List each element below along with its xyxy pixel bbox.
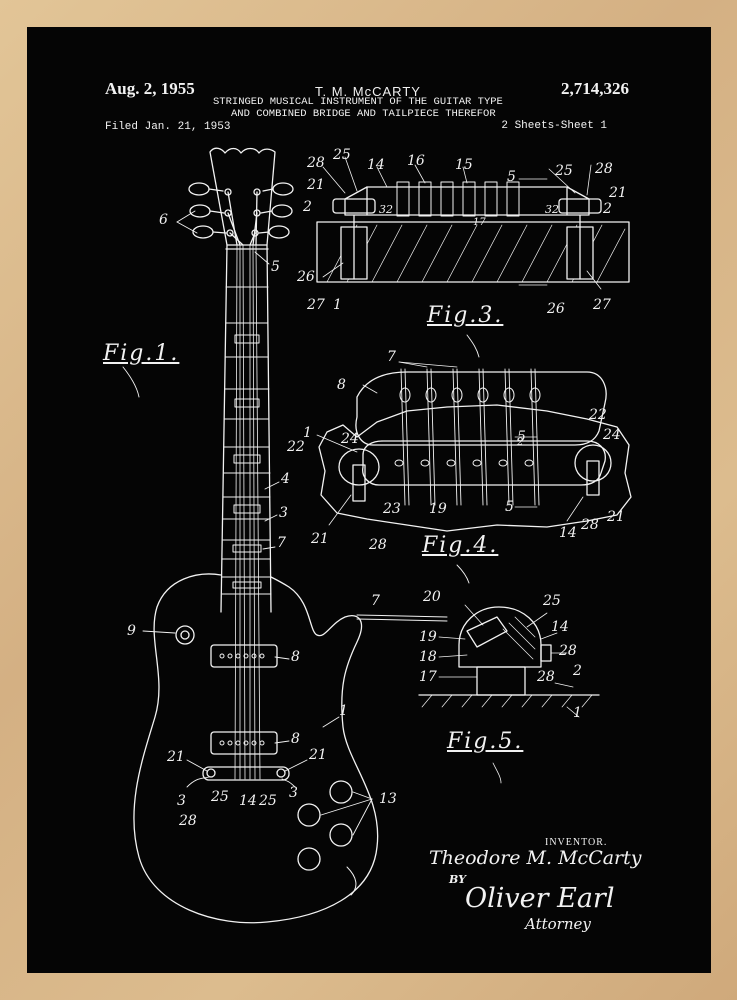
ref-numeral: 4 bbox=[281, 471, 290, 487]
ref-numeral: 18 bbox=[419, 649, 437, 665]
figure-1-label: Fig.1. bbox=[103, 341, 180, 366]
ref-numeral: 26 bbox=[547, 301, 565, 317]
ref-numeral: 2 bbox=[303, 199, 312, 215]
ref-numeral: 21 bbox=[167, 749, 185, 765]
ref-numeral: 2 bbox=[517, 437, 524, 448]
inventor-label: INVENTOR. bbox=[545, 837, 608, 848]
attorney-signature: Oliver Earl bbox=[465, 883, 615, 914]
ref-numeral: 21 bbox=[609, 185, 627, 201]
ref-numeral: 7 bbox=[277, 535, 286, 551]
ref-numeral: 3 bbox=[279, 505, 288, 521]
bridge-perspective-figure bbox=[317, 362, 631, 531]
by-label: BY bbox=[449, 873, 466, 886]
ref-numeral: 6 bbox=[159, 212, 168, 228]
ref-numeral: 27 bbox=[307, 297, 325, 313]
ref-numeral: 2 bbox=[603, 201, 612, 217]
ref-numeral: 28 bbox=[581, 517, 599, 533]
guitar-figure bbox=[123, 148, 378, 923]
ref-numeral: 7 bbox=[387, 349, 396, 365]
filed-date: Filed Jan. 21, 1953 bbox=[105, 121, 231, 133]
ref-numeral: 17 bbox=[419, 669, 437, 685]
bridge-section-figure bbox=[317, 157, 629, 289]
fret-lines bbox=[222, 287, 271, 594]
ref-numeral: 5 bbox=[507, 169, 516, 185]
ref-numeral: 1 bbox=[333, 297, 342, 313]
ref-numeral: 32 bbox=[379, 203, 393, 216]
ref-numeral: 21 bbox=[309, 747, 327, 763]
ref-numeral: 22 bbox=[589, 407, 607, 423]
ref-numeral: 24 bbox=[603, 427, 621, 443]
fret-inlays bbox=[233, 335, 261, 588]
ref-numeral: 28 bbox=[537, 669, 555, 685]
patent-number: 2,714,326 bbox=[561, 79, 629, 98]
ref-numeral: 8 bbox=[337, 377, 346, 393]
ref-numeral: 14 bbox=[551, 619, 569, 635]
ref-numeral: 5 bbox=[517, 429, 526, 445]
patent-drawing bbox=[27, 27, 711, 973]
ref-numeral: 25 bbox=[555, 163, 573, 179]
ref-numeral: 7 bbox=[371, 593, 380, 609]
ref-numeral: 25 bbox=[543, 593, 561, 609]
ref-numeral: 32 bbox=[545, 203, 559, 216]
ref-numeral: 21 bbox=[307, 177, 325, 193]
neck-pickup bbox=[211, 645, 277, 667]
ref-numeral: 21 bbox=[607, 509, 625, 525]
ref-numeral: 23 bbox=[383, 501, 401, 517]
ref-numeral: 14 bbox=[239, 793, 257, 809]
ref-numeral: 16 bbox=[407, 153, 425, 169]
ref-numeral: 5 bbox=[505, 499, 514, 515]
guitar-body bbox=[134, 574, 378, 923]
ref-numeral: 1 bbox=[339, 703, 348, 719]
figure-3-label: Fig.3. bbox=[427, 303, 504, 328]
ref-numeral: 28 bbox=[559, 643, 577, 659]
ref-numeral: 8 bbox=[291, 649, 300, 665]
ref-numeral: 24 bbox=[341, 431, 359, 447]
stud-detail-figure bbox=[357, 605, 599, 783]
fig4-pickup bbox=[356, 372, 606, 445]
ref-numeral: 2 bbox=[573, 663, 582, 679]
inventor-signature: Theodore M. McCarty bbox=[429, 847, 642, 869]
patent-title-line1: STRINGED MUSICAL INSTRUMENT OF THE GUITA… bbox=[213, 96, 503, 108]
figure-5-label: Fig.5. bbox=[447, 729, 524, 754]
ref-numeral: 28 bbox=[179, 813, 197, 829]
ref-numeral: 9 bbox=[127, 623, 136, 639]
ref-numeral: 3 bbox=[177, 793, 186, 809]
patent-date: Aug. 2, 1955 bbox=[105, 79, 195, 98]
ref-numeral: 25 bbox=[211, 789, 229, 805]
ref-numeral: 14 bbox=[559, 525, 577, 541]
guitar-strings bbox=[235, 245, 260, 779]
ref-numeral: 28 bbox=[369, 537, 387, 553]
ref-numeral: 3 bbox=[289, 785, 298, 801]
ref-numeral: 27 bbox=[593, 297, 611, 313]
ref-numeral: 1 bbox=[573, 705, 582, 721]
guitar-headstock bbox=[210, 148, 275, 245]
ref-numeral: 8 bbox=[291, 731, 300, 747]
bridge-tailpiece bbox=[203, 767, 289, 780]
ref-numeral: 21 bbox=[311, 531, 329, 547]
ref-numeral: 26 bbox=[297, 269, 315, 285]
ref-numeral: 19 bbox=[419, 629, 437, 645]
ref-numeral: 14 bbox=[367, 157, 385, 173]
patent-title-line2: AND COMBINED BRIDGE AND TAILPIECE THEREF… bbox=[231, 108, 496, 120]
ref-numeral: 28 bbox=[307, 155, 325, 171]
ref-numeral: 22 bbox=[287, 439, 305, 455]
ref-numeral: 25 bbox=[259, 793, 277, 809]
ref-numeral: 5 bbox=[271, 259, 280, 275]
header-inventor: T. M. McCARTY bbox=[315, 84, 421, 99]
figure-4-label: Fig.4. bbox=[422, 533, 499, 558]
ref-numeral: 17 bbox=[473, 217, 486, 228]
attorney-label: Attorney bbox=[525, 915, 591, 933]
ref-numeral: 15 bbox=[455, 157, 473, 173]
ref-numeral: 20 bbox=[423, 589, 441, 605]
ref-numeral: 28 bbox=[595, 161, 613, 177]
ref-numeral: 13 bbox=[379, 791, 397, 807]
patent-poster: Aug. 2, 1955 T. M. McCARTY 2,714,326 STR… bbox=[27, 27, 711, 973]
sheet-count: 2 Sheets-Sheet 1 bbox=[501, 120, 607, 132]
ref-numeral: 25 bbox=[333, 147, 351, 163]
ref-numeral: 19 bbox=[429, 501, 447, 517]
ref-numeral: 1 bbox=[303, 425, 312, 441]
